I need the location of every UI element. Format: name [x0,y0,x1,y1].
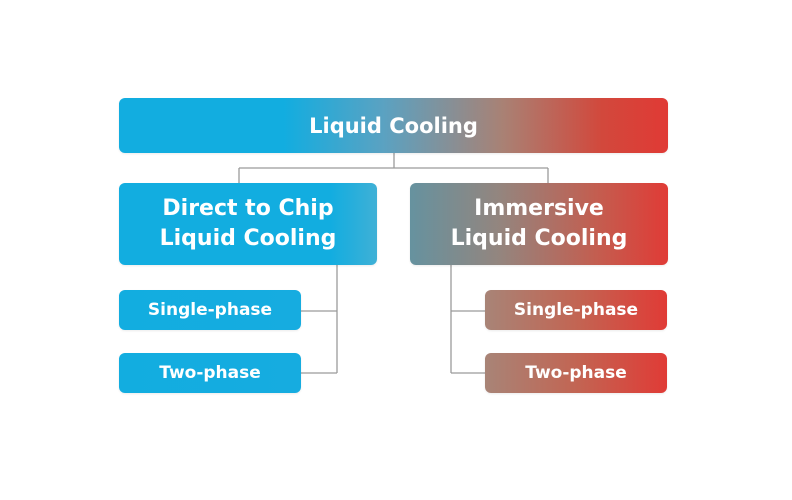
root-node-label: Liquid Cooling [309,113,478,138]
node-direct-two-phase: Two-phase [119,353,301,393]
node-direct-single-phase: Single-phase [119,290,301,330]
node-direct-to-chip: Direct to Chip Liquid Cooling [119,183,377,265]
node-immersive-two-phase: Two-phase [485,353,667,393]
root-node-liquid-cooling: Liquid Cooling [119,98,668,153]
node-immersive-two-phase-label: Two-phase [525,363,627,383]
node-immersive-single-phase-label: Single-phase [513,300,639,320]
node-immersive-label: Immersive Liquid Cooling [450,196,628,251]
node-immersive: Immersive Liquid Cooling [410,183,668,265]
node-immersive-single-phase: Single-phase [485,290,667,330]
node-direct-to-chip-label: Direct to Chip Liquid Cooling [159,196,337,251]
node-direct-two-phase-label: Two-phase [159,363,261,383]
node-direct-single-phase-label: Single-phase [147,300,273,320]
